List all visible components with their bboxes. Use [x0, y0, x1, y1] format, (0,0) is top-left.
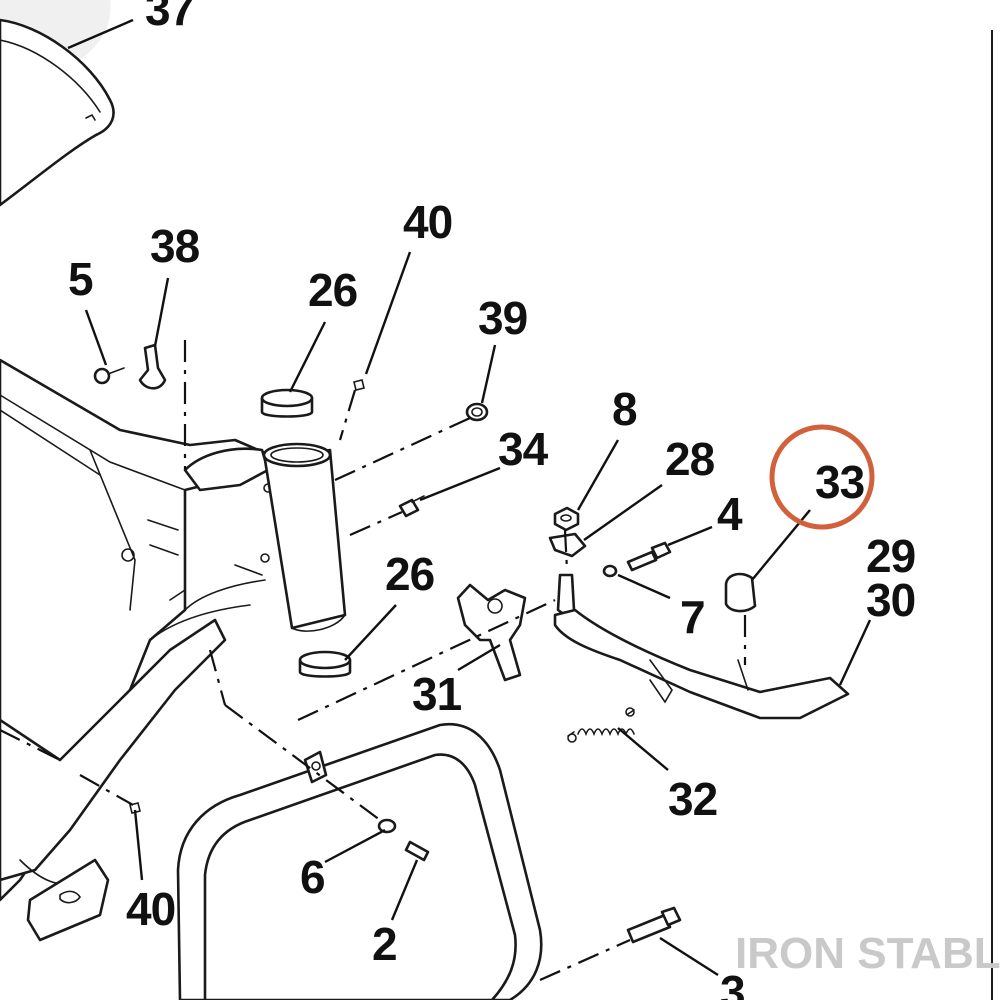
callout-2: 2	[372, 918, 397, 970]
callout-39: 39	[478, 292, 527, 344]
washer-6	[377, 818, 397, 834]
callout-33: 33	[815, 456, 864, 508]
callout-40-upper: 40	[403, 196, 452, 248]
callout-7: 7	[680, 591, 705, 643]
frame-part	[0, 358, 273, 942]
clip-part	[138, 343, 167, 390]
cap-part	[465, 402, 489, 422]
bearing-lower	[298, 650, 352, 678]
watermark-logo: IRON STABLE	[735, 929, 1000, 978]
screw-2	[404, 840, 430, 862]
callout-8: 8	[612, 383, 637, 435]
pin-lower	[129, 802, 141, 814]
callout-26-lower: 26	[385, 548, 434, 600]
callout-4: 4	[717, 488, 743, 540]
callout-32: 32	[668, 773, 717, 825]
callout-38: 38	[150, 220, 200, 272]
rubber-foot	[724, 572, 757, 665]
callout-26-upper: 26	[308, 264, 357, 316]
bolt-part	[626, 541, 672, 572]
callout-5: 5	[68, 253, 93, 305]
kickstand-part	[553, 573, 850, 720]
callout-31: 31	[412, 668, 462, 720]
pin-upper	[353, 379, 365, 391]
bracket-31	[456, 583, 527, 682]
spring-part	[567, 707, 635, 743]
steering-head-tube	[262, 442, 347, 632]
nut-part	[553, 506, 580, 532]
screw-part	[93, 367, 125, 385]
grease-fitting	[398, 495, 425, 518]
crash-bar	[176, 722, 543, 1000]
seat-part	[0, 18, 115, 207]
assembly-lines	[0, 340, 631, 982]
bolt-3	[626, 906, 682, 944]
callout-40-lower: 40	[126, 883, 175, 935]
callout-28: 28	[665, 433, 715, 485]
callout-30: 30	[866, 574, 915, 626]
bearing-upper	[260, 388, 314, 418]
callout-34: 34	[498, 423, 549, 475]
bracket-28	[548, 532, 587, 558]
highlight-circle	[769, 424, 875, 530]
callout-29: 29	[866, 530, 915, 582]
callout-6: 6	[300, 851, 325, 903]
callout-3: 3	[720, 966, 745, 1000]
washer-part	[602, 564, 618, 578]
callout-37: 37	[145, 0, 194, 35]
